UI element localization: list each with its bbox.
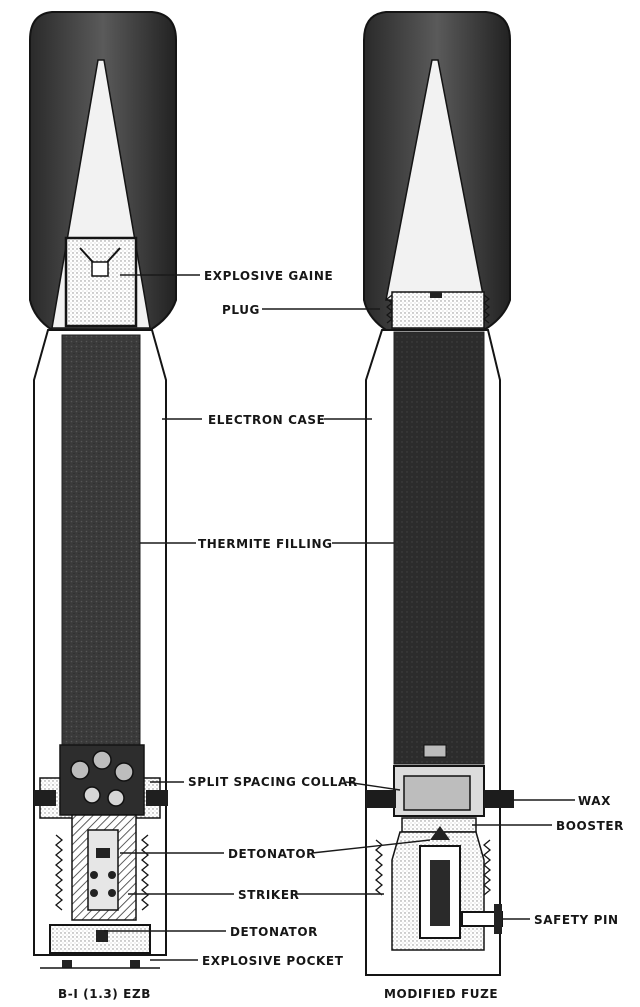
label-detonator-upper: DETONATOR xyxy=(228,847,316,861)
left-bomb xyxy=(29,11,177,969)
label-thermite-filling: THERMITE FILLING xyxy=(198,537,333,551)
caption-left: B-I (1.3) EZB xyxy=(58,987,151,1001)
label-wax: WAX xyxy=(578,794,611,808)
label-split-spacing-collar: SPLIT SPACING COLLAR xyxy=(188,775,358,789)
label-electron-case: ELECTRON CASE xyxy=(208,413,325,427)
right-wax-band-right xyxy=(484,790,514,808)
right-wax-band-left xyxy=(366,790,396,808)
label-explosive-gaine: EXPLOSIVE GAINE xyxy=(204,269,333,283)
label-explosive-pocket: EXPLOSIVE POCKET xyxy=(202,954,344,968)
leader-detonator-upper-right xyxy=(311,839,431,854)
right-thermite-filling xyxy=(393,331,485,765)
label-striker: STRIKER xyxy=(238,888,299,902)
right-bomb xyxy=(363,11,514,976)
label-plug: PLUG xyxy=(222,303,260,317)
label-detonator-lower: DETONATOR xyxy=(230,925,318,939)
label-safety-pin: SAFETY PIN xyxy=(534,913,619,927)
leader-lines xyxy=(104,274,575,961)
left-thermite-filling xyxy=(61,334,141,774)
label-booster: BOOSTER xyxy=(556,819,624,833)
leader-split-collar-right xyxy=(345,781,401,791)
left-gaine-housing xyxy=(64,236,138,328)
caption-right: MODIFIED FUZE xyxy=(384,987,498,1001)
